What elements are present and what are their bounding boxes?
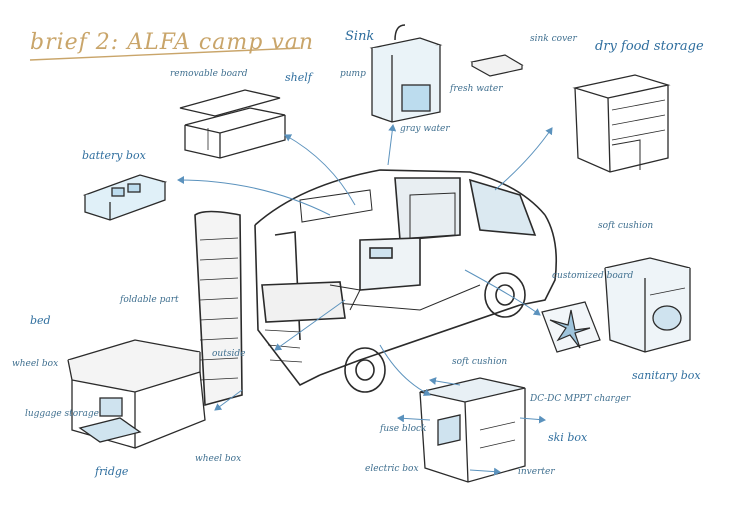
label-customized-board: customized board [552, 271, 634, 281]
shelf-drawing [179, 89, 286, 159]
sink-cover-drawing [470, 54, 524, 77]
label-dry-food-storage: dry food storage [595, 39, 704, 54]
dry-food-storage-drawing [572, 74, 671, 173]
label-fresh-water: fresh water [450, 84, 503, 94]
label-luggage-storage: luggage storage [25, 409, 99, 419]
label-fridge: fridge [95, 465, 129, 478]
battery-box-drawing [82, 174, 168, 221]
ski-box-drawing [419, 377, 526, 483]
label-battery-box: battery box [82, 149, 146, 162]
sanitary-box-drawing [604, 257, 691, 353]
label-sink: Sink [345, 29, 375, 44]
connector-arrows [177, 124, 553, 476]
label-sanitary-box: sanitary box [632, 369, 701, 382]
van-body [194, 169, 558, 407]
label-wheel-box: wheel box [12, 359, 59, 369]
title-underline [29, 47, 301, 61]
label-sink-cover: sink cover [530, 34, 577, 44]
label-ski-box: ski box [548, 431, 588, 444]
label-electric-box: electric box [365, 464, 419, 474]
label-shelf: shelf [285, 71, 312, 84]
label-fuse-block: fuse block [380, 424, 427, 434]
label-soft-cushion-2: soft cushion [452, 357, 508, 367]
label-removable-board: removable board [170, 69, 248, 79]
diagram-title: brief 2: ALFA camp van [30, 30, 315, 55]
label-bed: bed [30, 314, 51, 327]
customized-board-drawing [541, 301, 601, 353]
label-inverter: inverter [518, 467, 555, 477]
label-dc-dc-charger: DC-DC MPPT charger [530, 394, 631, 404]
label-wheel-box-2: wheel box [195, 454, 242, 464]
bed-drawing [67, 339, 206, 449]
label-foldable-part: foldable part [120, 295, 179, 305]
label-soft-cushion: soft cushion [598, 221, 654, 231]
label-gray-water: gray water [400, 124, 450, 134]
sink-cabinet-drawing [369, 24, 443, 123]
label-outside: outside [212, 349, 246, 359]
label-pump: pump [340, 69, 366, 79]
